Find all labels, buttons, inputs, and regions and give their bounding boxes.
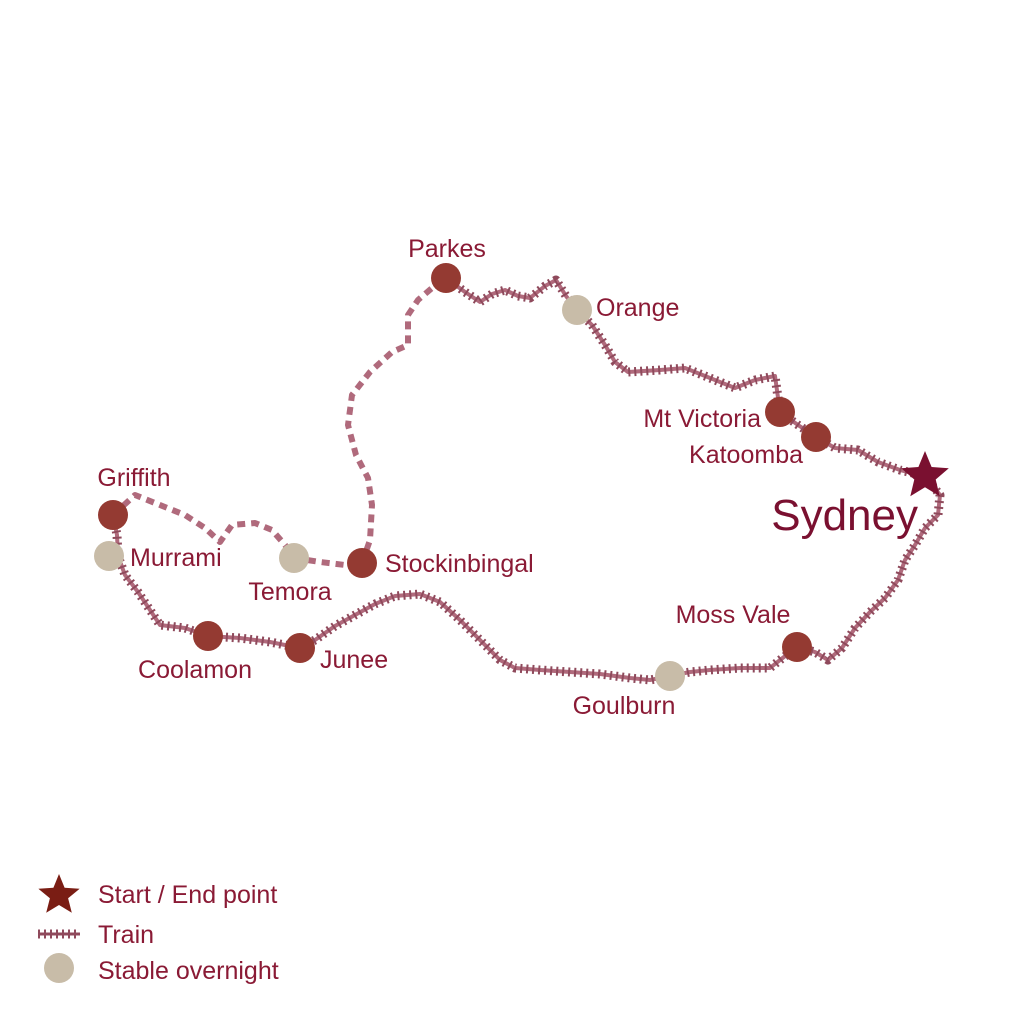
stop-temora	[279, 543, 309, 573]
station-markers	[94, 263, 949, 691]
label-orange: Orange	[596, 294, 679, 322]
legend-start-end-label: Start / End point	[98, 881, 277, 909]
label-parkes: Parkes	[408, 235, 486, 263]
stop-griffith	[98, 500, 128, 530]
label-junee: Junee	[320, 646, 388, 674]
stop-orange	[562, 295, 592, 325]
stop-stockinbingal	[347, 548, 377, 578]
stop-junee	[285, 633, 315, 663]
connection-stockinbingal-parkes	[345, 275, 448, 564]
legend: Start / End point Train Stable overnight	[38, 874, 279, 985]
label-moss-vale: Moss Vale	[676, 601, 791, 629]
station-labels: Parkes Orange Mt Victoria Katoomba Sydne…	[97, 235, 918, 720]
dashed-connections	[110, 275, 448, 568]
label-sydney: Sydney	[771, 491, 918, 540]
legend-stable-label: Stable overnight	[98, 957, 279, 985]
legend-star-icon	[38, 874, 80, 913]
stop-mt-victoria	[765, 397, 795, 427]
stop-coolamon	[193, 621, 223, 651]
stop-murrami	[94, 541, 124, 571]
label-goulburn: Goulburn	[573, 692, 676, 720]
sydney-star-icon	[901, 451, 949, 497]
train-route	[108, 274, 945, 685]
label-stockinbingal: Stockinbingal	[385, 550, 534, 578]
stop-goulburn	[655, 661, 685, 691]
stop-parkes	[431, 263, 461, 293]
label-murrami: Murrami	[130, 544, 222, 572]
label-mt-victoria: Mt Victoria	[643, 405, 761, 433]
connection-griffith-temora	[110, 492, 297, 560]
label-katoomba: Katoomba	[689, 441, 803, 469]
stop-katoomba	[801, 422, 831, 452]
label-griffith: Griffith	[97, 464, 170, 492]
stop-moss-vale	[782, 632, 812, 662]
label-coolamon: Coolamon	[138, 656, 252, 684]
label-temora: Temora	[248, 578, 331, 606]
track-parkes-sydney	[444, 276, 926, 478]
legend-circle-icon	[44, 953, 74, 983]
legend-train-label: Train	[98, 921, 154, 949]
